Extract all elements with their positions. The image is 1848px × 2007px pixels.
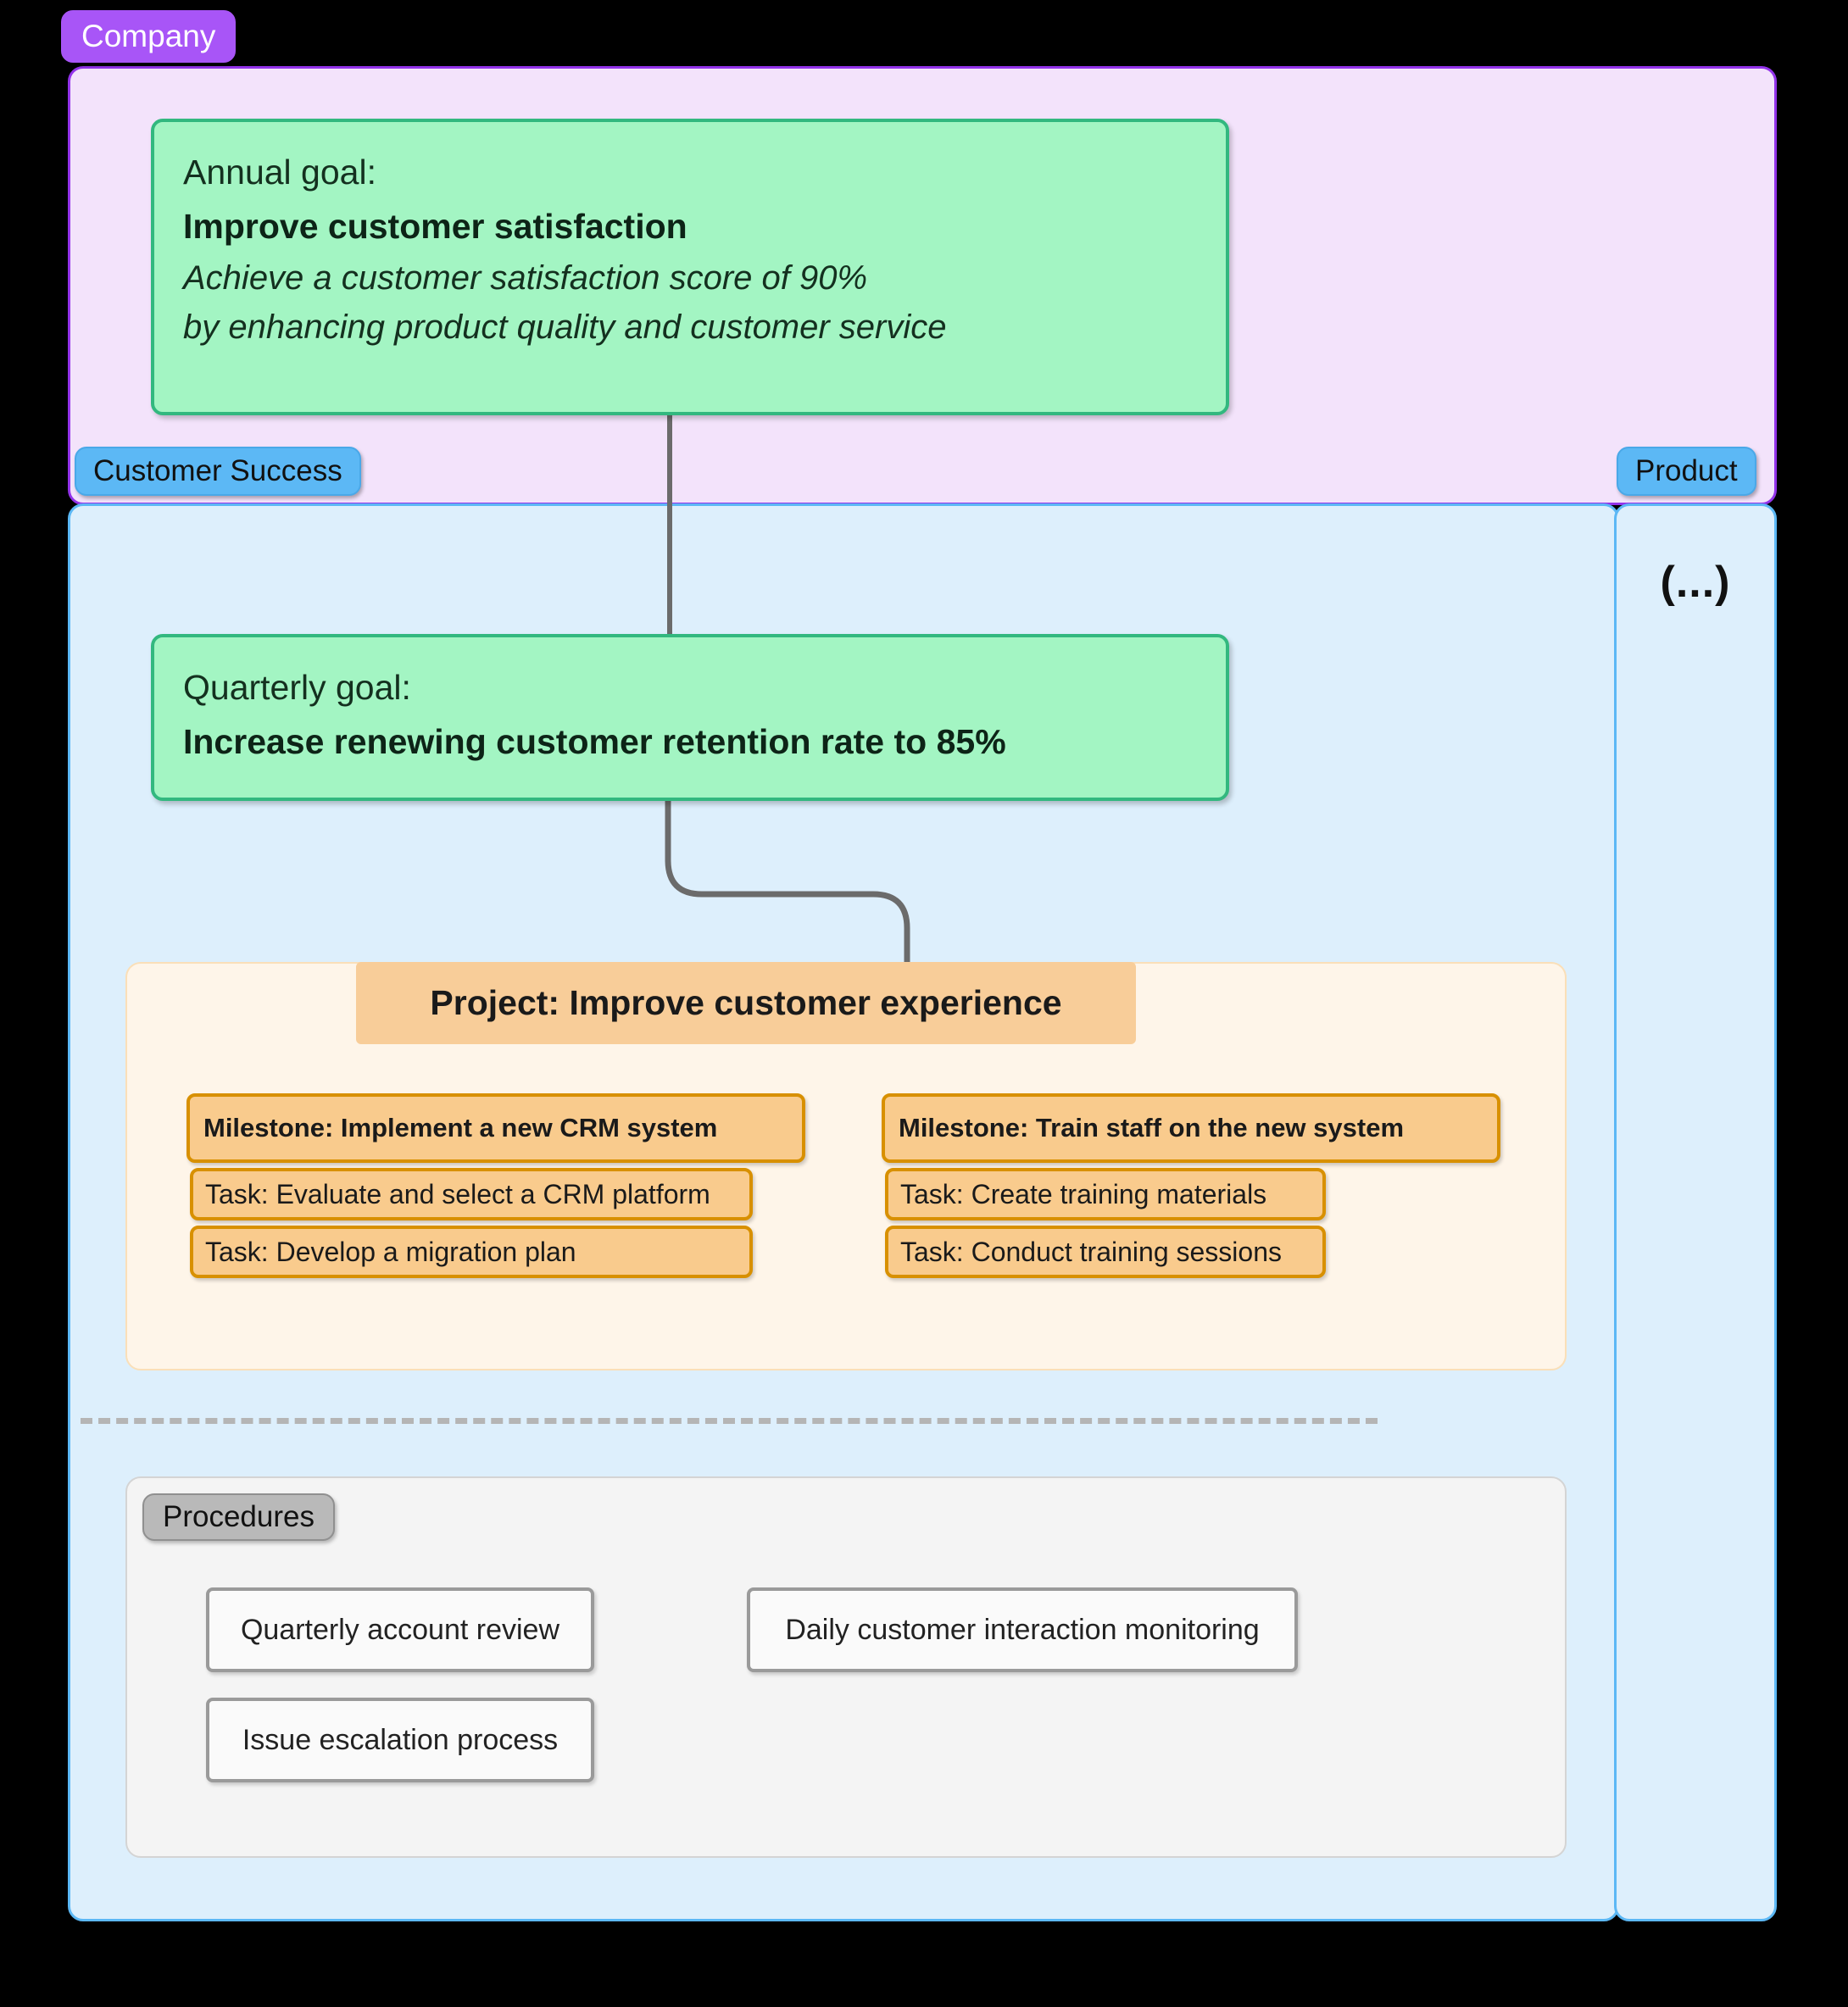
- milestone-card[interactable]: Milestone: Implement a new CRM system: [186, 1093, 805, 1163]
- procedure-item[interactable]: Issue escalation process: [206, 1698, 594, 1782]
- procedures-list: Quarterly account review Daily customer …: [206, 1587, 1478, 1782]
- procedure-item[interactable]: Daily customer interaction monitoring: [747, 1587, 1298, 1672]
- product-collapsed-indicator[interactable]: (...): [1660, 558, 1731, 607]
- project-title: Project: Improve customer experience: [430, 983, 1062, 1022]
- quarterly-goal-card[interactable]: Quarterly goal: Increase renewing custom…: [151, 634, 1229, 801]
- annual-goal-kind: Annual goal:: [183, 153, 376, 192]
- annual-goal-description-line2: by enhancing product quality and custome…: [183, 309, 947, 347]
- procedures-badge[interactable]: Procedures: [142, 1493, 335, 1541]
- task-card[interactable]: Task: Evaluate and select a CRM platform: [190, 1168, 753, 1220]
- team-column-product[interactable]: (...): [1614, 503, 1777, 1921]
- quarterly-goal-title: Increase renewing customer retention rat…: [183, 721, 1006, 761]
- company-badge[interactable]: Company: [61, 10, 237, 63]
- quarterly-goal-kind: Quarterly goal:: [183, 668, 411, 707]
- task-card[interactable]: Task: Create training materials: [885, 1168, 1326, 1220]
- milestone-group: Milestone: Train staff on the new system…: [882, 1093, 1500, 1278]
- annual-goal-title: Improve customer satisfaction: [183, 206, 687, 246]
- project-header[interactable]: Project: Improve customer experience: [356, 962, 1136, 1044]
- milestone-card[interactable]: Milestone: Train staff on the new system: [882, 1093, 1500, 1163]
- milestone-group: Milestone: Implement a new CRM system Ta…: [186, 1093, 805, 1278]
- annual-goal-card[interactable]: Annual goal: Improve customer satisfacti…: [151, 119, 1229, 415]
- task-card[interactable]: Task: Conduct training sessions: [885, 1226, 1326, 1278]
- section-divider: [81, 1418, 1378, 1424]
- team-badge-customer-success[interactable]: Customer Success: [75, 447, 361, 496]
- procedure-item[interactable]: Quarterly account review: [206, 1587, 594, 1672]
- team-badge-product[interactable]: Product: [1617, 447, 1756, 496]
- annual-goal-description-line1: Achieve a customer satisfaction score of…: [183, 259, 868, 297]
- task-card[interactable]: Task: Develop a migration plan: [190, 1226, 753, 1278]
